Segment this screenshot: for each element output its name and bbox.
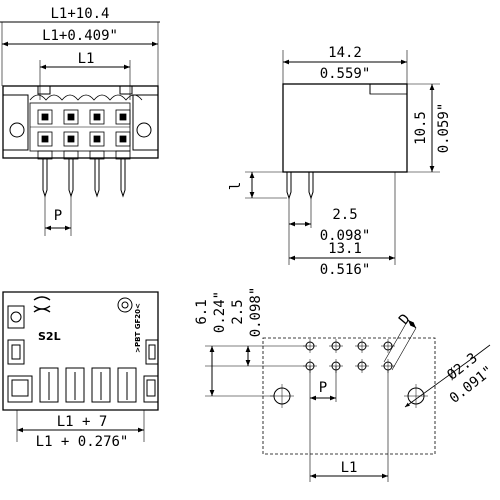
front-dim-span: L1 — [78, 51, 95, 67]
front-dim-overall-mm: L1+10.4 — [50, 6, 109, 22]
side-dim-depth-mm: 13.1 — [328, 241, 362, 257]
bottom-dim-overall-mm: L1 + 7 — [57, 414, 108, 430]
footprint-dim-pitch: P — [319, 380, 327, 396]
footprint-dim-span: L1 — [341, 460, 358, 476]
side-dim-pin-length: l — [228, 182, 244, 190]
footprint-dim-v1-mm: 6.1 — [194, 299, 210, 324]
front-view — [0, 21, 160, 159]
footprint-view — [205, 319, 491, 482]
bottom-view — [2, 291, 159, 442]
bottom-part-label: S2L — [38, 330, 61, 343]
front-pins — [42, 159, 126, 236]
side-dim-pin-pos-in: 0.098" — [320, 228, 371, 244]
side-dim-depth-in: 0.516" — [320, 262, 371, 278]
side-dim-width-mm: 14.2 — [328, 45, 362, 61]
footprint-dim-hole: D — [396, 311, 414, 328]
front-contacts — [37, 109, 131, 160]
side-dim-height-in: 0.059" — [436, 103, 452, 154]
bottom-dim-overall-in: L1 + 0.276" — [36, 434, 129, 450]
footprint-dim-v2-in: 0.098" — [248, 287, 264, 338]
side-dim-height-mm: 10.5 — [413, 111, 429, 145]
footprint-dim-v1-in: 0.24" — [212, 291, 228, 333]
side-dim-pin-pos-mm: 2.5 — [332, 207, 357, 223]
front-dim-overall-in: L1+0.409" — [42, 28, 118, 44]
side-view — [245, 50, 440, 265]
footprint-dim-v2-mm: 2.5 — [230, 299, 246, 324]
bottom-logo-text: >PBT GF20< — [134, 303, 142, 353]
side-dim-width-in: 0.559" — [320, 66, 371, 82]
front-dim-pitch: P — [54, 208, 62, 224]
